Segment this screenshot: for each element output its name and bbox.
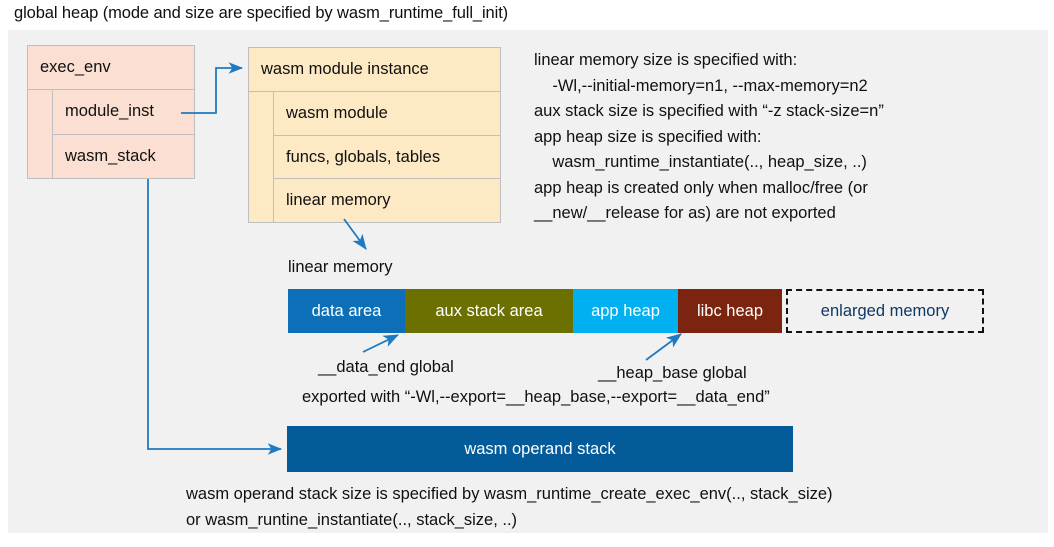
- linear-memory-caption: linear memory: [288, 258, 393, 276]
- memory-segment-enlarged-memory: enlarged memory: [786, 289, 984, 333]
- exec-env-header: exec_env: [28, 46, 194, 90]
- operand-stack-note-text: wasm operand stack size is specified by …: [186, 485, 833, 529]
- exec-env-rows: module_inst wasm_stack: [28, 90, 194, 178]
- memory-segment-app-heap: app heap: [573, 289, 678, 333]
- module-instance-row-wasm-module: wasm module: [274, 92, 500, 136]
- page-title: global heap (mode and size are specified…: [14, 4, 509, 22]
- exec-env-row-module-inst: module_inst: [53, 90, 194, 135]
- module-instance-gutter: [249, 92, 274, 222]
- memory-segment-aux-stack-area: aux stack area: [405, 289, 573, 333]
- wasm-module-instance-box: wasm module instance wasm module funcs, …: [248, 47, 501, 223]
- module-instance-row-linear-memory: linear memory: [274, 179, 500, 223]
- runtime-notes-text: linear memory size is specified with: -W…: [534, 51, 884, 222]
- export-flags-label: exported with “-Wl,--export=__heap_base,…: [302, 388, 770, 406]
- heap-base-global-label: __heap_base global: [598, 364, 747, 382]
- exec-env-gutter: [28, 90, 53, 178]
- module-instance-row-funcs-globals-tables: funcs, globals, tables: [274, 135, 500, 180]
- memory-segment-data-area: data area: [288, 289, 405, 333]
- memory-segment-libc-heap: libc heap: [678, 289, 782, 333]
- wasm-operand-stack-box: wasm operand stack: [287, 426, 793, 472]
- exec-env-box: exec_env module_inst wasm_stack: [27, 45, 195, 179]
- linear-memory-bar: data area aux stack area app heap libc h…: [288, 289, 984, 333]
- data-end-global-label: __data_end global: [318, 358, 454, 376]
- module-instance-header: wasm module instance: [249, 48, 500, 92]
- exec-env-row-wasm-stack: wasm_stack: [53, 134, 194, 178]
- module-instance-rows: wasm module funcs, globals, tables linea…: [249, 92, 500, 223]
